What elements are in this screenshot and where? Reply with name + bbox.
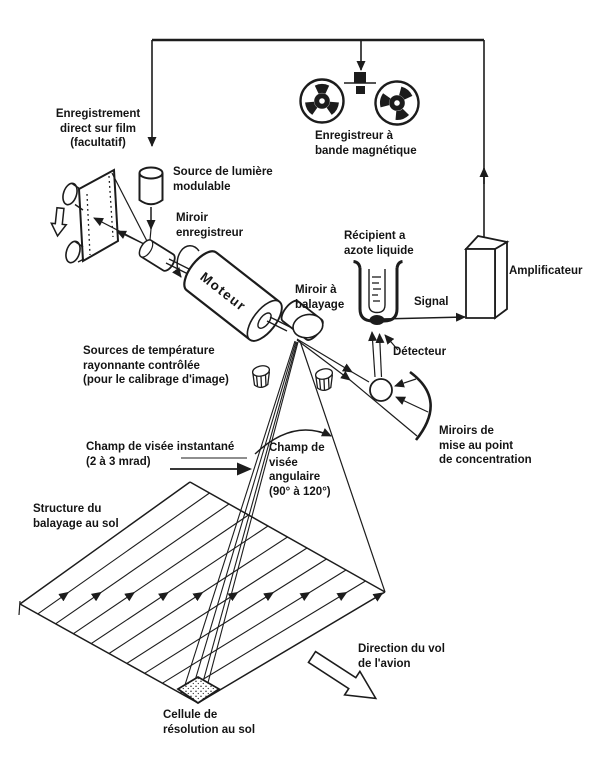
label-detector: Détecteur: [393, 346, 447, 358]
recording-mirror-cylinder: [138, 239, 200, 279]
fov-cone: [183, 340, 386, 701]
tape-recorder: [299, 71, 429, 135]
film-advance-arrow: [50, 206, 68, 238]
motor-shaft: [266, 316, 291, 332]
motor-cylinder: [183, 250, 283, 342]
label-ground-resolution-cell: Cellule de résolution au sol: [163, 709, 256, 736]
signal-arrow: [380, 312, 466, 322]
detector-lens: [369, 378, 393, 402]
label-flight-direction: Direction du vol de l'avion: [358, 643, 445, 670]
label-recording-mirror: Miroir enregistreur: [176, 212, 244, 239]
beam-to-detector: [368, 331, 399, 378]
focusing-mirror: [394, 370, 432, 441]
label-film-recording: Enregistrement direct sur film (facultat…: [55, 108, 141, 149]
rotation-arrow: [172, 245, 200, 278]
resolution-cell: [176, 675, 221, 705]
label-focusing-mirrors: Miroirs de mise au point de concentratio…: [439, 425, 532, 466]
scan-mirror: [280, 299, 324, 341]
scan-lines: [37, 492, 366, 694]
liquid-level-marks: [372, 276, 381, 302]
label-amplifier: Amplificateur: [509, 265, 583, 277]
label-instantaneous-fov: Champ de visée instantané (2 à 3 mrad): [86, 441, 235, 468]
label-light-source: Source de lumière modulable: [173, 166, 273, 193]
calibration-sources: [250, 363, 335, 392]
label-tape-recorder: Enregistreur à bande magnétique: [315, 130, 417, 157]
ifov-arrow: [170, 457, 252, 476]
detector-element: [369, 315, 385, 325]
beam-bundle: [183, 340, 299, 701]
label-signal: Signal: [414, 296, 449, 308]
angle-arc: [254, 428, 332, 455]
label-angular-fov: Champ de visée angulaire (90° à 120°): [269, 442, 331, 498]
circuit-lines: [147, 38, 489, 238]
rays-to-optics: [296, 338, 418, 437]
detector-pointer: [384, 334, 399, 351]
light-source-cylinder: [138, 166, 164, 241]
flight-arrow: [307, 650, 378, 700]
label-ground-scan-pattern: Structure du balayage au sol: [33, 503, 119, 530]
label-nitrogen-container: Récipient a azote liquide: [344, 230, 414, 257]
amplifier-box: [463, 235, 510, 320]
label-temperature-sources: Sources de température rayonnante contrô…: [83, 345, 229, 386]
tape-reel-left: [299, 78, 345, 124]
label-scanning-mirror: Miroir à balayage: [295, 284, 345, 311]
film-roll: [50, 168, 151, 264]
dewar: [353, 260, 403, 325]
tape-reel-right: [365, 71, 429, 135]
